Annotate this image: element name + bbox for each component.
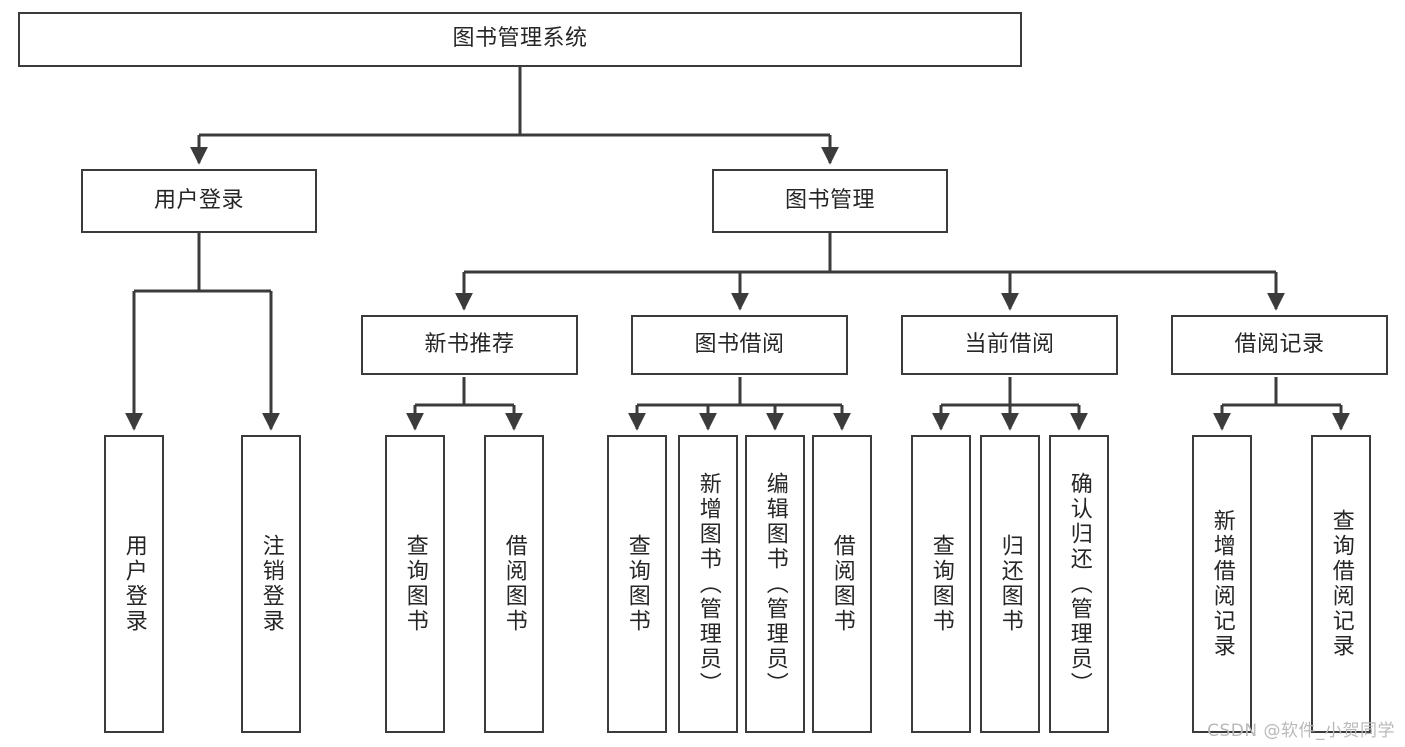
node-leaf-bookborrow-add-book[interactable]: 新增图书（管理员）: [678, 435, 738, 733]
node-leaf-bookborrow-edit-book[interactable]: 编辑图书（管理员）: [745, 435, 805, 733]
node-label: 借阅图书: [829, 534, 855, 634]
node-user-login[interactable]: 用户登录: [81, 169, 317, 233]
node-label: 注销登录: [258, 534, 284, 634]
node-label: 编辑图书（管理员）: [762, 471, 788, 697]
node-label: 查询图书: [624, 534, 650, 634]
node-label: 用户登录: [121, 534, 147, 634]
node-leaf-borrowrecord-query-record[interactable]: 查询借阅记录: [1311, 435, 1371, 733]
csdn-watermark: CSDN @软件_小贺同学: [1207, 721, 1395, 741]
node-label: 新增借阅记录: [1209, 509, 1235, 659]
node-leaf-bookborrow-borrow-book[interactable]: 借阅图书: [812, 435, 872, 733]
node-label: 查询图书: [928, 534, 954, 634]
node-leaf-newbook-borrow-book[interactable]: 借阅图书: [484, 435, 544, 733]
node-label: 新增图书（管理员）: [695, 471, 721, 697]
node-label: 归还图书: [997, 534, 1023, 634]
node-label: 图书借阅: [694, 331, 785, 357]
node-label: 确认归还（管理员）: [1066, 471, 1092, 697]
node-root-book-management-system[interactable]: 图书管理系统: [18, 12, 1022, 67]
node-leaf-currentborrow-confirm-return[interactable]: 确认归还（管理员）: [1049, 435, 1109, 733]
node-label: 图书管理: [784, 187, 875, 213]
node-label: 借阅图书: [501, 534, 527, 634]
node-label: 查询图书: [402, 534, 428, 634]
node-label: 查询借阅记录: [1328, 509, 1354, 659]
node-leaf-user-login-logout[interactable]: 注销登录: [241, 435, 301, 733]
node-label: 借阅记录: [1234, 331, 1325, 357]
node-leaf-user-login-login[interactable]: 用户登录: [104, 435, 164, 733]
node-new-book-recommend[interactable]: 新书推荐: [361, 315, 578, 375]
node-leaf-bookborrow-query-book[interactable]: 查询图书: [607, 435, 667, 733]
node-book-management[interactable]: 图书管理: [712, 169, 948, 233]
node-borrow-record[interactable]: 借阅记录: [1171, 315, 1388, 375]
node-label: 新书推荐: [424, 331, 515, 357]
node-label: 当前借阅: [964, 331, 1055, 357]
node-label: 用户登录: [153, 187, 244, 213]
node-book-borrow[interactable]: 图书借阅: [631, 315, 848, 375]
node-label: 图书管理系统: [452, 26, 588, 52]
node-leaf-currentborrow-return-book[interactable]: 归还图书: [980, 435, 1040, 733]
node-leaf-currentborrow-query-book[interactable]: 查询图书: [911, 435, 971, 733]
node-leaf-borrowrecord-add-record[interactable]: 新增借阅记录: [1192, 435, 1252, 733]
node-current-borrow[interactable]: 当前借阅: [901, 315, 1118, 375]
node-leaf-newbook-query-book[interactable]: 查询图书: [385, 435, 445, 733]
